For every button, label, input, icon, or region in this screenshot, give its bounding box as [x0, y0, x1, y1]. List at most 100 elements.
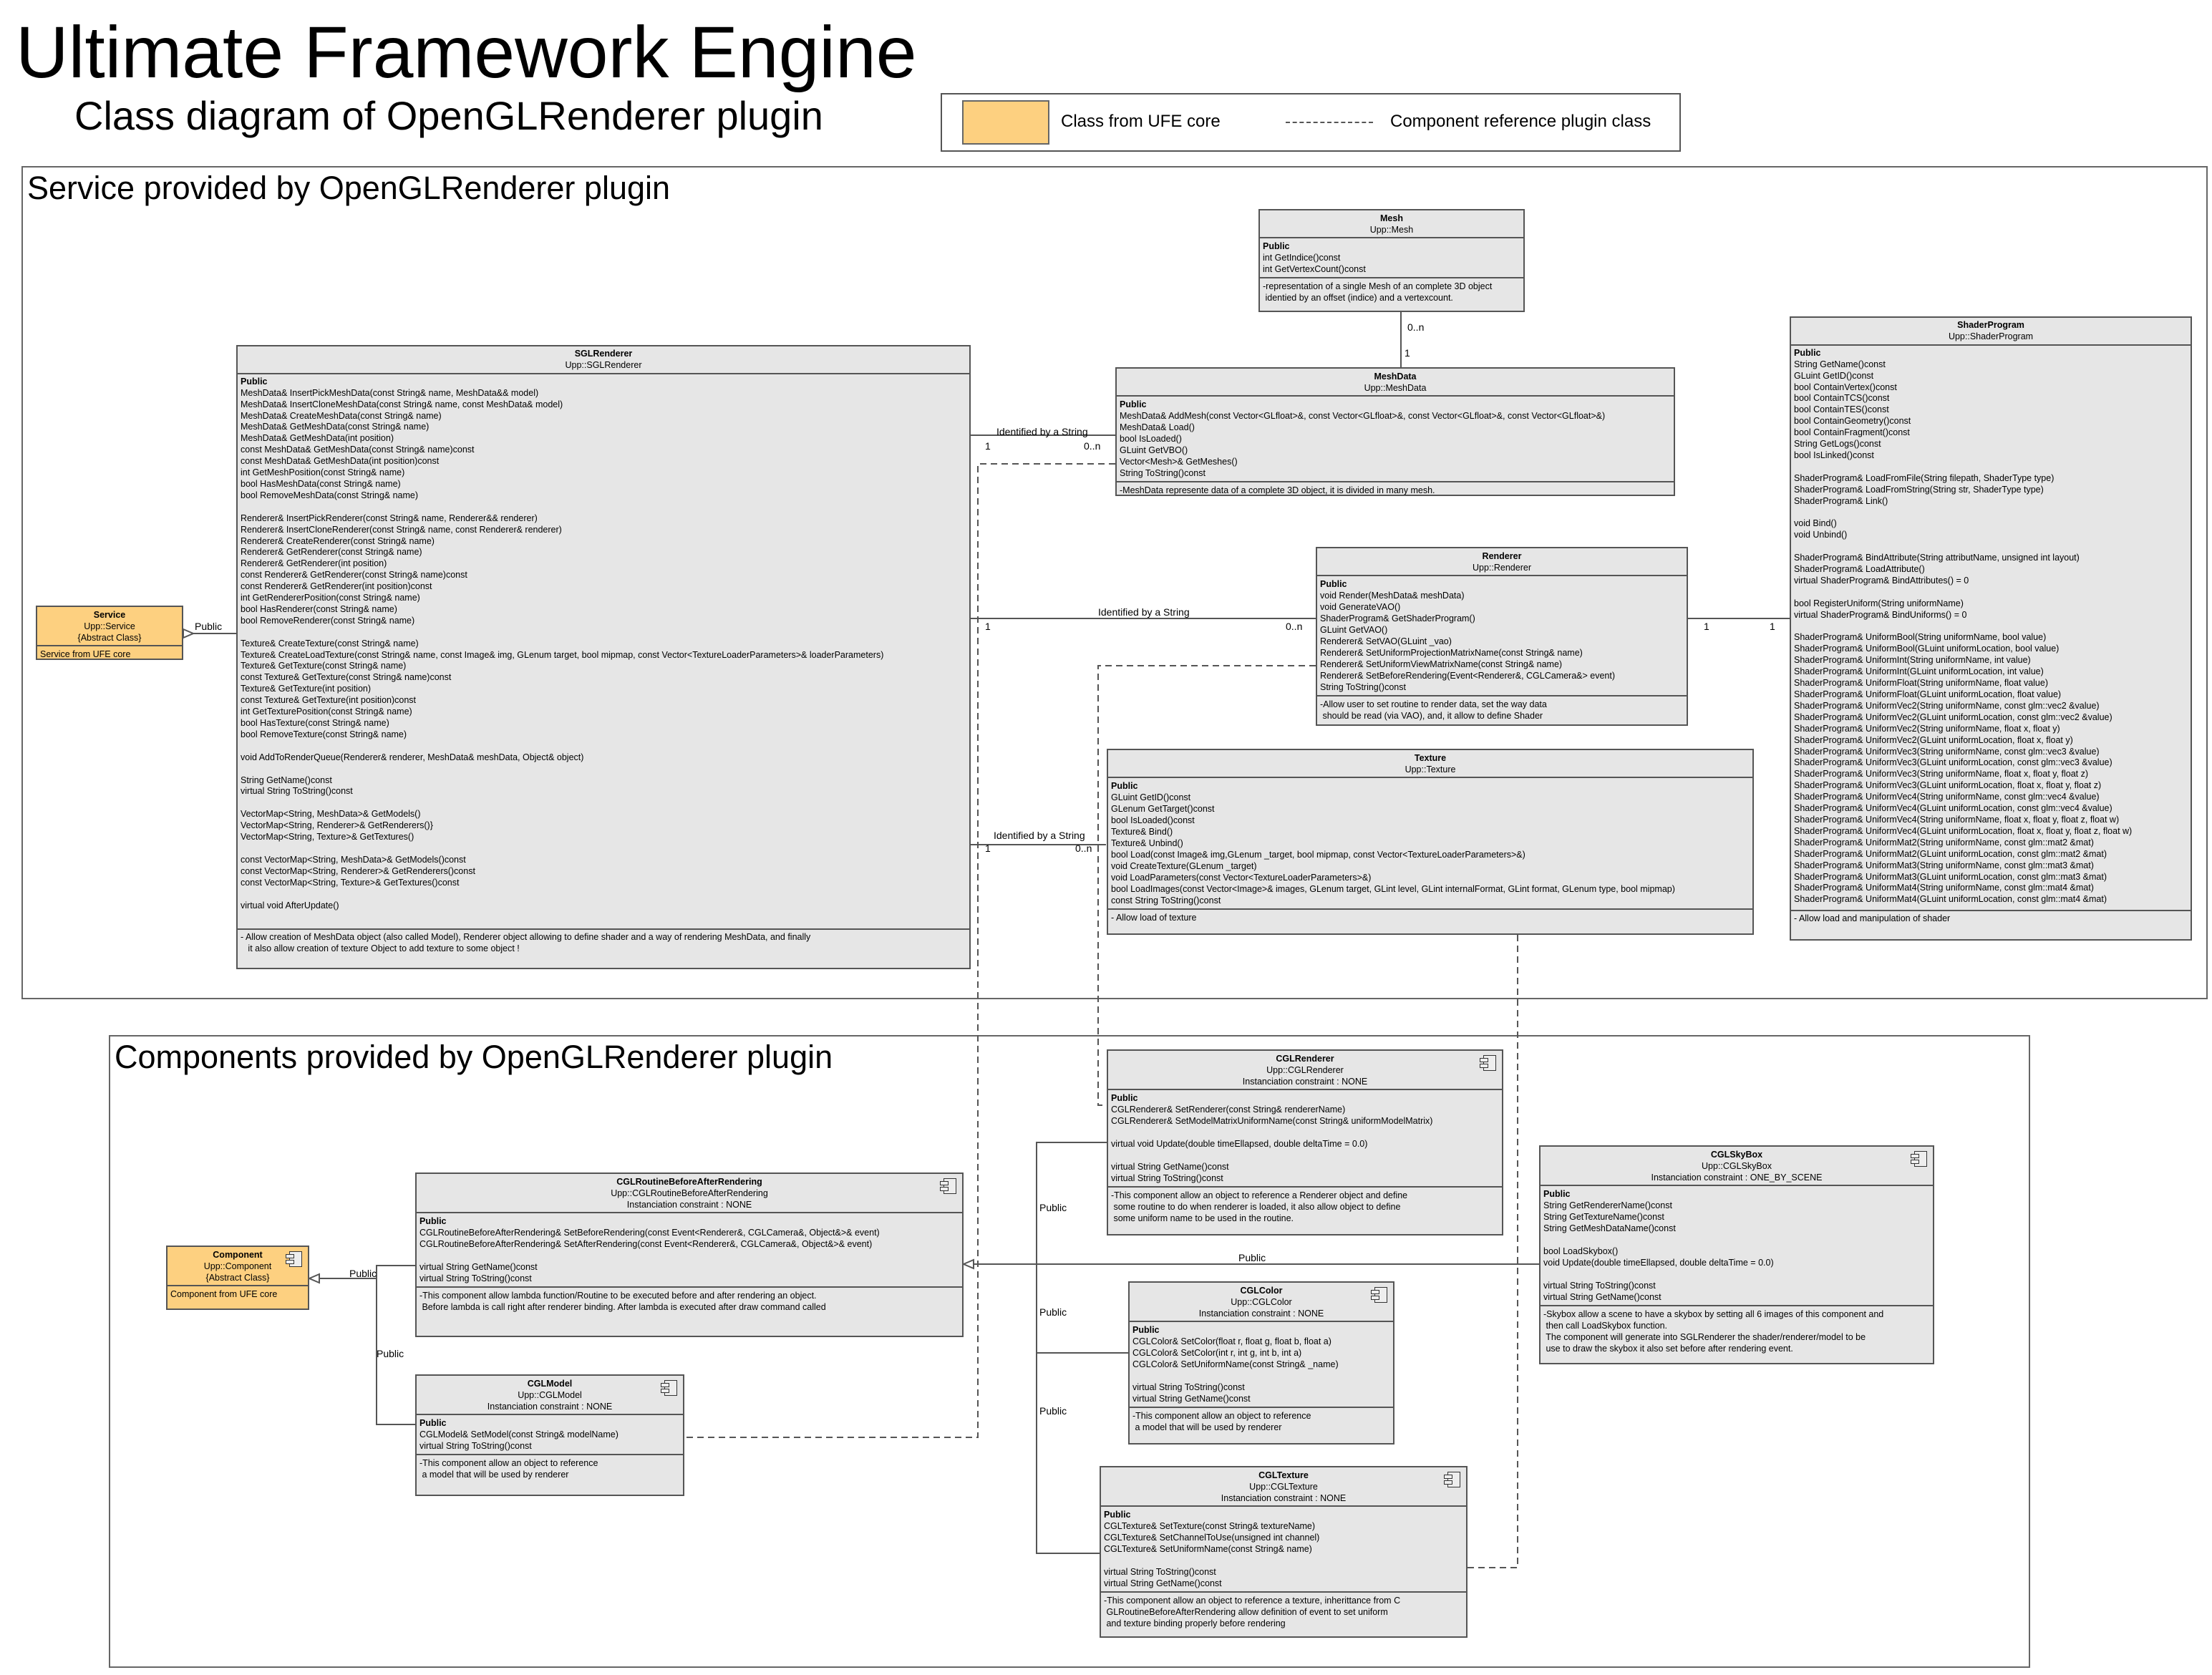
- class-methods: void Render(MeshData& meshData) void Gen…: [1320, 591, 1616, 692]
- class-name: ShaderProgram: [1957, 320, 2024, 330]
- class-methods: String GetRendererName()const String Get…: [1543, 1200, 1774, 1302]
- components-package-title: Components provided by OpenGLRenderer pl…: [115, 1039, 833, 1075]
- class-namespace: Upp::CGLRenderer: [1266, 1065, 1344, 1075]
- visibility-label: Public: [419, 1216, 447, 1226]
- multiplicity-label: 0..n: [1075, 843, 1092, 854]
- legend-core-swatch: [962, 100, 1049, 145]
- class-methods: CGLTexture& SetTexture(const String& tex…: [1104, 1521, 1320, 1588]
- class-methods: CGLRenderer& SetRenderer(const String& r…: [1111, 1104, 1433, 1183]
- class-constraint: Instanciation constraint : NONE: [1221, 1493, 1347, 1503]
- cgl-routine-subclass-links: [1036, 1142, 1107, 1554]
- relation-label: Public: [1039, 1306, 1067, 1318]
- class-name: SGLRenderer: [574, 349, 633, 359]
- visibility-label: Public: [1132, 1325, 1160, 1335]
- relation-label: Public: [195, 621, 223, 632]
- class-description: -Allow user to set routine to render dat…: [1320, 699, 1547, 721]
- class-constraint: Instanciation constraint : NONE: [626, 1200, 752, 1210]
- multiplicity-label: 0..n: [1407, 321, 1425, 333]
- legend: Class from UFE core Component reference …: [941, 93, 1681, 152]
- class-constraint: Instanciation constraint : ONE_BY_SCENE: [1651, 1172, 1823, 1183]
- multiplicity-label: 1: [1704, 621, 1709, 632]
- class-name: CGLTexture: [1258, 1470, 1309, 1480]
- class-description: - Allow load and manipulation of shader: [1794, 913, 1951, 923]
- relation-label: Identified by a String: [1098, 606, 1190, 618]
- class-description: -This component allow lambda function/Ro…: [419, 1291, 826, 1312]
- class-name: Renderer: [1482, 551, 1522, 561]
- class-namespace: Upp::SGLRenderer: [565, 359, 642, 370]
- multiplicity-label: 0..n: [1084, 440, 1101, 452]
- class-namespace: Upp::CGLTexture: [1249, 1482, 1318, 1492]
- relation-label: Identified by a String: [994, 830, 1085, 841]
- class-methods: CGLRoutineBeforeAfterRendering& SetBefor…: [419, 1228, 880, 1283]
- class-namespace: Upp::CGLRoutineBeforeAfterRendering: [611, 1188, 768, 1198]
- component-icon: [1911, 1151, 1927, 1167]
- component-icon: [661, 1380, 677, 1396]
- class-description: - Allow creation of MeshData object (als…: [241, 931, 811, 953]
- cglmodel-meshdata-reference: [684, 463, 1115, 1438]
- class-name: CGLRoutineBeforeAfterRendering: [616, 1177, 762, 1187]
- class-constraint: Instanciation constraint : NONE: [1242, 1077, 1368, 1087]
- visibility-label: Public: [1111, 1093, 1138, 1103]
- diagram-title: Ultimate Framework Engine: [16, 11, 917, 93]
- class-description: -This component allow an object to refer…: [1132, 1411, 1311, 1432]
- service-inheritance-arrow: [183, 628, 195, 639]
- multiplicity-label: 1: [985, 440, 991, 452]
- class-namespace: Upp::CGLSkyBox: [1702, 1161, 1772, 1171]
- class-description: Service from UFE core: [40, 649, 131, 659]
- service-package-title: Service provided by OpenGLRenderer plugi…: [27, 170, 671, 206]
- class-name: Component: [213, 1250, 263, 1260]
- class-namespace: Upp::Renderer: [1473, 563, 1531, 573]
- relation-label: Identified by a String: [996, 426, 1088, 437]
- component-icon: [1444, 1472, 1460, 1487]
- multiplicity-label: 1: [1405, 347, 1410, 359]
- component-icon: [1371, 1287, 1387, 1303]
- class-name: CGLModel: [527, 1379, 573, 1389]
- class-namespace: Upp::MeshData: [1364, 383, 1427, 393]
- class-name: Texture: [1414, 753, 1447, 763]
- relation-label: Public: [349, 1268, 377, 1279]
- visibility-label: Public: [1543, 1189, 1571, 1199]
- visibility-label: Public: [1794, 347, 1821, 358]
- cgltexture-texture-reference: [1468, 935, 1518, 1568]
- component-icon: [1480, 1055, 1496, 1071]
- class-namespace: Upp::CGLModel: [518, 1390, 582, 1400]
- class-namespace: Upp::CGLColor: [1231, 1297, 1292, 1307]
- relation-label: Public: [1039, 1202, 1067, 1213]
- class-name: Mesh: [1380, 213, 1403, 223]
- class-name: CGLColor: [1240, 1286, 1283, 1296]
- class-constraint: Instanciation constraint : NONE: [487, 1402, 613, 1412]
- class-description: -This component allow an object to refer…: [419, 1458, 598, 1480]
- class-description: -Skybox allow a scene to have a skybox b…: [1543, 1309, 1884, 1354]
- legend-reference-label: Component reference plugin class: [1390, 112, 1651, 131]
- cgl-component-links: [376, 1265, 415, 1425]
- component-icon: [286, 1251, 302, 1267]
- class-namespace: Upp::ShaderProgram: [1948, 331, 2034, 341]
- class-description: Component from UFE core: [170, 1289, 278, 1299]
- class-namespace: Upp::Service: [84, 621, 135, 631]
- legend-core-label: Class from UFE core: [1061, 112, 1221, 131]
- class-namespace: Upp::Texture: [1405, 764, 1456, 775]
- diagram-subtitle: Class diagram of OpenGLRenderer plugin: [74, 93, 823, 138]
- class-namespace: Upp::Component: [203, 1261, 272, 1271]
- class-description: -representation of a single Mesh of an c…: [1263, 281, 1493, 303]
- class-kind: {Abstract Class}: [77, 633, 142, 643]
- visibility-label: Public: [1111, 781, 1138, 791]
- visibility-label: Public: [1320, 579, 1347, 589]
- class-description: -This component allow an object to refer…: [1111, 1190, 1408, 1223]
- class-description: -This component allow an object to refer…: [1104, 1596, 1401, 1628]
- visibility-label: Public: [1263, 241, 1290, 251]
- class-constraint: Instanciation constraint : NONE: [1198, 1309, 1324, 1319]
- class-description: -MeshData represente data of a complete …: [1120, 485, 1435, 495]
- multiplicity-label: 0..n: [1286, 621, 1303, 632]
- multiplicity-label: 1: [1770, 621, 1775, 632]
- multiplicity-label: 1: [985, 621, 991, 632]
